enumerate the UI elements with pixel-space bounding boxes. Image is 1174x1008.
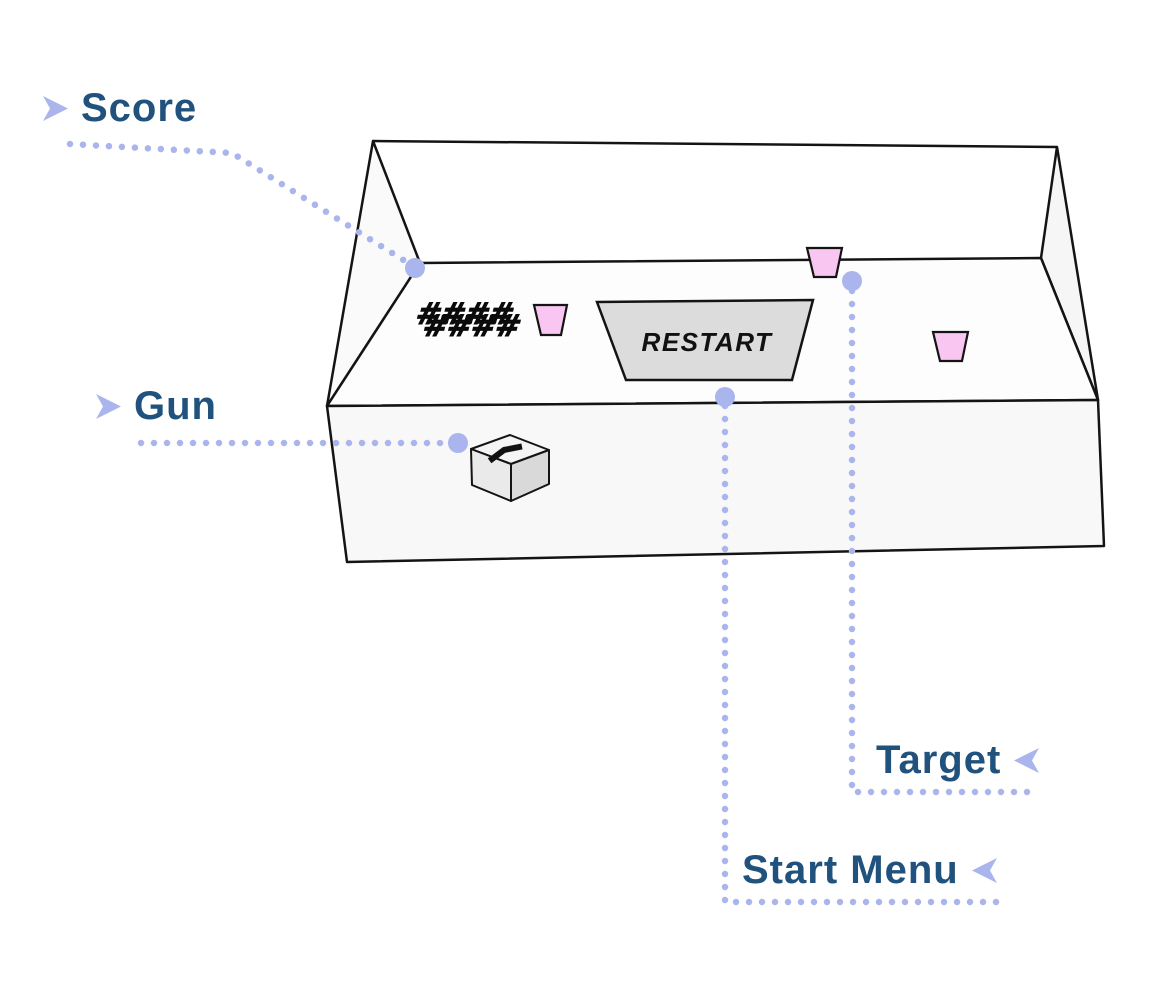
anchor-dots — [405, 258, 862, 453]
arrow-left-icon — [971, 858, 997, 883]
floor-apron — [325, 398, 1106, 564]
gun-label-text: Gun — [134, 384, 217, 428]
start-menu-connector — [721, 402, 1012, 906]
connectors — [66, 140, 1038, 906]
restart-button-panel[interactable] — [595, 298, 815, 382]
score-anchor-dot — [405, 258, 425, 278]
target-right[interactable] — [931, 330, 970, 363]
arrow-left-icon — [1014, 748, 1040, 773]
start-menu-anchor-dot — [715, 387, 735, 407]
restart-button[interactable]: RESTART — [595, 298, 815, 382]
gun-cube-right-face — [510, 449, 550, 502]
score-connector — [66, 140, 417, 270]
target-anchor-dot — [842, 271, 862, 291]
arrow-right-icon — [96, 394, 121, 419]
gun-mark — [487, 443, 523, 464]
score-marks-row-1: #### — [412, 297, 517, 331]
restart-button-label: RESTART — [642, 327, 773, 357]
gun[interactable] — [470, 434, 550, 502]
arrow-right-icon — [43, 96, 68, 121]
score-marks-row-2: #### — [419, 309, 524, 343]
start-menu-label-text: Start Menu — [742, 848, 959, 892]
score-label-text: Score — [81, 86, 198, 130]
gun-anchor-dot — [448, 433, 468, 453]
target-connector — [848, 287, 1038, 796]
target-top[interactable] — [805, 246, 844, 279]
room-top-edge — [372, 139, 1058, 149]
target-label: Target — [876, 738, 1040, 783]
score-display: #### #### — [412, 297, 525, 344]
score-label: Score — [42, 86, 197, 131]
gun-label: Gun — [95, 384, 217, 429]
target-label-text: Target — [876, 738, 1002, 782]
start-menu-label: Start Menu — [742, 848, 998, 893]
target-left[interactable] — [532, 303, 569, 337]
